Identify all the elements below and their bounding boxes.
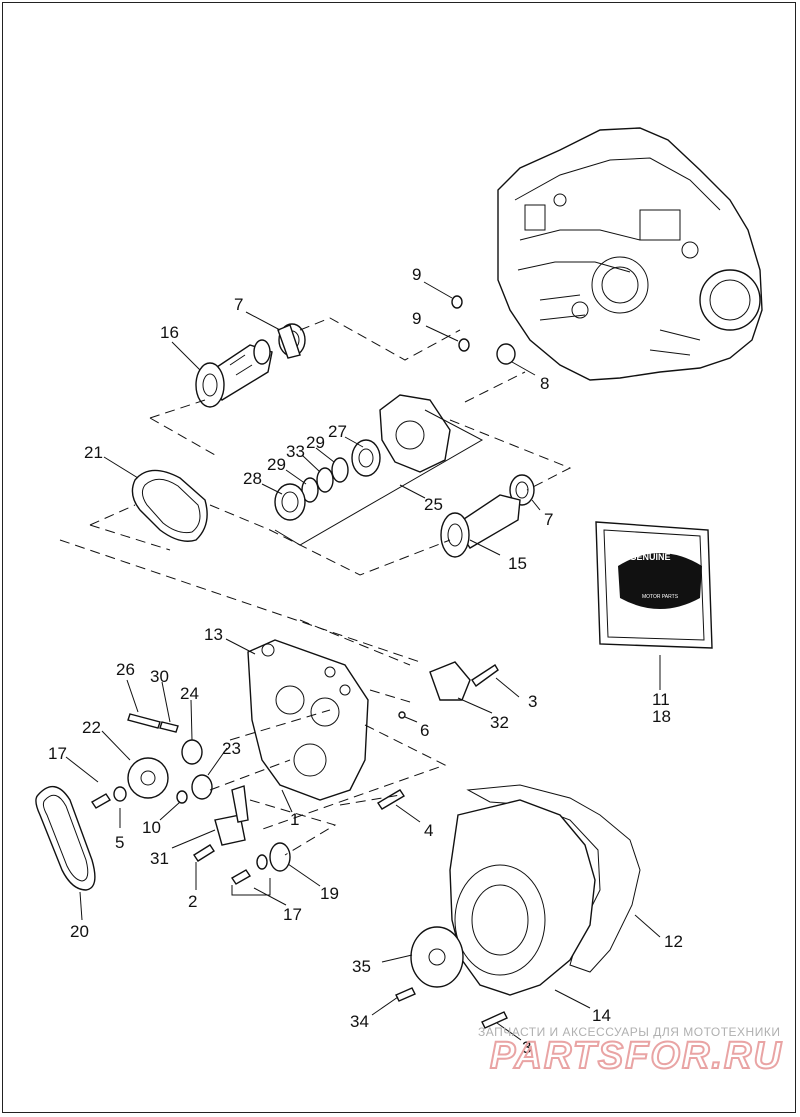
label-9-upper: 9 (412, 265, 421, 284)
label-15: 15 (508, 554, 527, 573)
label-27: 27 (328, 422, 347, 441)
label-14: 14 (592, 1006, 611, 1025)
chain-20 (35, 786, 96, 891)
label-19: 19 (320, 884, 339, 903)
washer-24 (181, 739, 203, 765)
leader-lines (65, 281, 661, 1041)
washer-23 (191, 774, 213, 800)
dowel-6 (398, 711, 406, 719)
bearing-7-lower (509, 474, 535, 506)
label-35: 35 (352, 957, 371, 976)
bolt-3-lower (481, 1011, 508, 1029)
camshaft-16 (195, 339, 273, 408)
sprocket-19 (231, 842, 291, 885)
label-31: 31 (150, 849, 169, 868)
label-23: 23 (222, 739, 241, 758)
label-25: 25 (424, 495, 443, 514)
label-10: 10 (142, 818, 161, 837)
pin-30 (159, 721, 179, 733)
label-32: 32 (490, 713, 509, 732)
label-30: 30 (150, 667, 169, 686)
label-29-right: 29 (306, 433, 325, 452)
label-11: 11 (652, 690, 670, 709)
label-3-lower: 3 (522, 1038, 531, 1057)
label-2: 2 (188, 892, 197, 911)
label-24: 24 (180, 684, 199, 703)
label-18: 18 (652, 707, 671, 726)
label-26: 26 (116, 660, 135, 679)
bolt-34 (395, 987, 416, 1002)
label-3-upper: 3 (528, 692, 537, 711)
label-13: 13 (204, 625, 223, 644)
label-4: 4 (424, 821, 433, 840)
cover-14 (449, 799, 596, 996)
label-7-lower: 7 (544, 510, 553, 529)
o-ring-9b (458, 338, 470, 352)
parts-kit-box: GENUINE MOTOR PARTS (595, 521, 713, 649)
ring-10 (176, 790, 188, 804)
label-21: 21 (84, 443, 103, 462)
watermark-caption: ЗАПЧАСТИ И АКСЕССУАРЫ ДЛЯ МОТОТЕХНИКИ (478, 1025, 780, 1039)
label-29-left: 29 (267, 455, 286, 474)
camshaft-15 (440, 494, 521, 558)
o-ring-9a (451, 295, 463, 309)
label-12: 12 (664, 932, 683, 951)
assembly-lines (59, 317, 572, 856)
tensioner-32 (429, 661, 499, 701)
bearing-7-upper (277, 323, 306, 359)
label-9-lower: 9 (412, 309, 421, 328)
label-22: 22 (82, 718, 101, 737)
label-7-upper: 7 (234, 295, 243, 314)
label-20: 20 (70, 922, 89, 941)
bolt-2 (193, 844, 215, 862)
label-16: 16 (160, 323, 179, 342)
label-6: 6 (420, 721, 429, 740)
chain-21 (131, 469, 208, 542)
logo-middle-text: MOTOR PARTS (642, 594, 679, 600)
pin-26 (127, 713, 161, 729)
bolt-4 (377, 789, 405, 810)
o-ring-8 (496, 343, 516, 365)
tensioner-31 (214, 785, 249, 846)
label-17-bottom: 17 (283, 905, 302, 924)
label-33: 33 (286, 442, 305, 461)
label-17-left: 17 (48, 744, 67, 763)
label-28: 28 (243, 469, 262, 488)
cam-plate-13 (247, 639, 369, 801)
plate-35 (410, 926, 464, 988)
label-5: 5 (115, 833, 124, 852)
label-1: 1 (290, 810, 299, 829)
label-8: 8 (540, 374, 549, 393)
crankcase (497, 127, 763, 381)
bolt-5 (91, 786, 127, 809)
watermark-brand: PARTSFOR.RU (490, 1035, 783, 1077)
sprocket-22 (127, 757, 169, 799)
logo-top-text: GENUINE (629, 552, 670, 562)
label-34: 34 (350, 1012, 369, 1031)
